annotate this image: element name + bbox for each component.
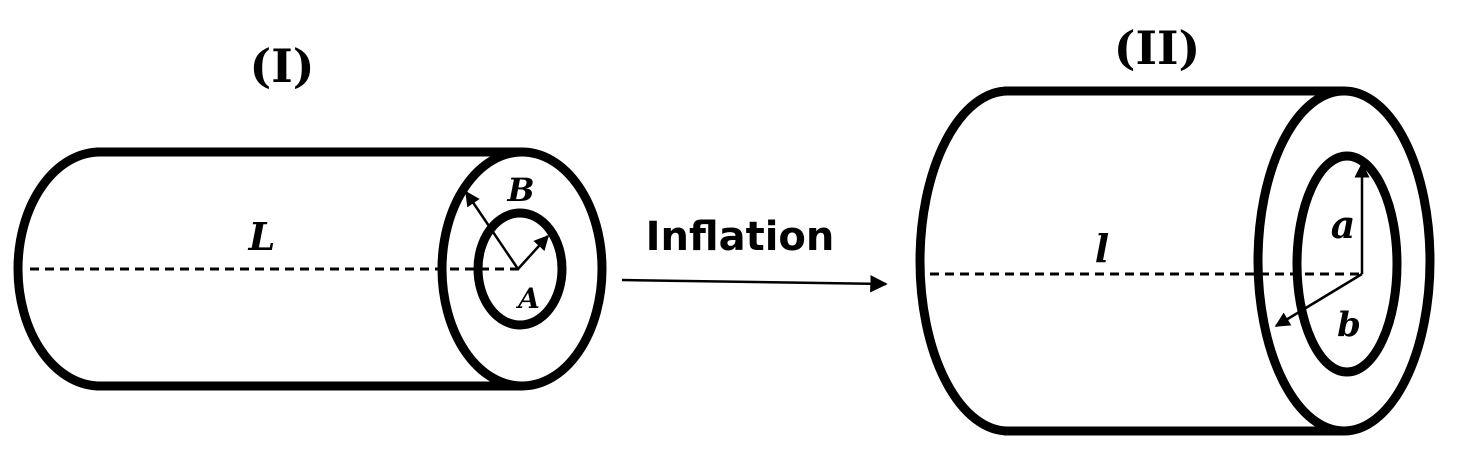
deformed-panel-label: (II) [1114,21,1201,75]
undeformed-inner-radius-label: A [515,282,540,315]
undeformed-panel-label: (I) [249,39,314,93]
deformed-tube: (II) l a b [915,21,1435,436]
inflation-label: Inflation [646,214,835,260]
undeformed-tube: (I) L B A [13,39,607,391]
inflation-arrow [621,275,888,293]
deformed-outer-radius-arrow [1274,272,1363,328]
inflation-transition: Inflation [621,214,888,293]
deformed-length-label: l [1095,226,1109,271]
undeformed-length-label: L [248,214,276,259]
undeformed-inner-radius-arrow [517,234,550,270]
deformed-outer-radius-label: b [1337,305,1361,345]
deformed-inner-bore [1292,151,1402,377]
undeformed-outer-radius-label: B [506,171,534,209]
undeformed-outer-radius-arrow [464,190,520,270]
deformed-inner-radius-label: a [1331,202,1356,247]
